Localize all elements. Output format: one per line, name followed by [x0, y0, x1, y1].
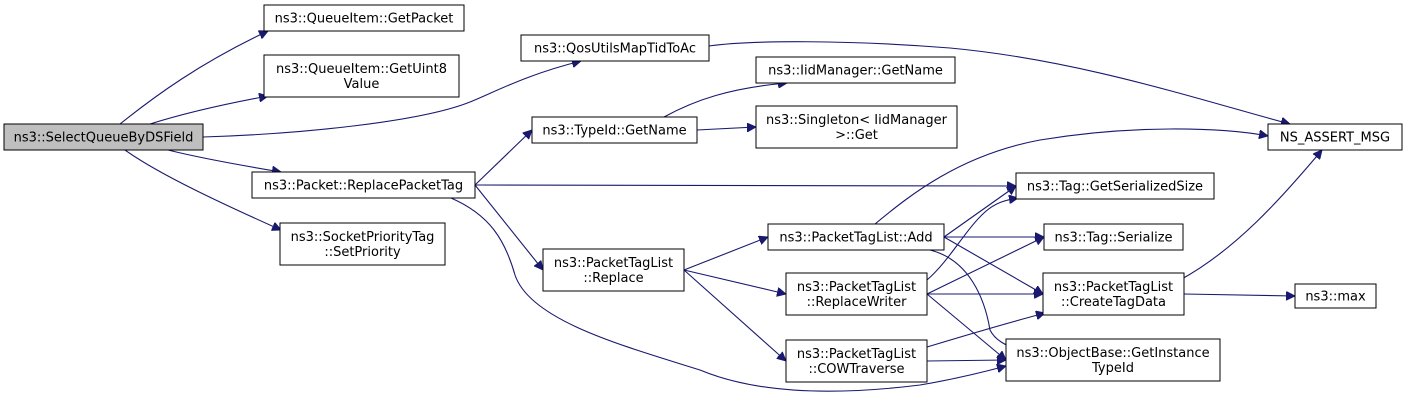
node-label-line: ns3::TypeId::GetName: [542, 124, 686, 139]
node-label-line: NS_ASSERT_MSG: [1280, 131, 1390, 146]
node-getpacket[interactable]: ns3::QueueItem::GetPacket: [263, 4, 465, 32]
node-label-line: Value: [344, 77, 380, 92]
edge-ptlreplace-to-ptlreplacewriter: [683, 269, 786, 294]
node-box: [1015, 172, 1215, 200]
node-label-line: ::Replace: [583, 271, 643, 286]
edge-replacepackettag-to-ptlreplace: [474, 184, 543, 270]
edge-replacepackettag-to-taggetsize: [474, 185, 1016, 186]
node-box: [1294, 283, 1377, 309]
node-iidgetname[interactable]: ns3::IidManager::GetName: [755, 56, 956, 84]
node-label-line: ns3::Tag::Serialize: [1054, 231, 1172, 246]
node-label-line: ns3::SocketPriorityTag: [291, 230, 435, 245]
node-label-line: ns3::SelectQueueByDSField: [14, 131, 194, 146]
node-label-line: ns3::PacketTagList: [1054, 280, 1173, 295]
node-box: [785, 339, 928, 383]
node-label-line: TypeId: [1091, 361, 1134, 376]
node-createtagdata[interactable]: ns3::PacketTagList::CreateTagData: [1042, 272, 1185, 316]
edge-ptlreplace-to-ptlcow: [683, 269, 786, 361]
node-box: [767, 223, 945, 251]
node-box: [1043, 223, 1184, 251]
edge-ptladd-to-nsassert: [874, 128, 1268, 225]
node-label-line: >::Get: [835, 128, 878, 143]
node-label-line: ::ReplaceWriter: [807, 295, 908, 310]
nodes-layer: ns3::SelectQueueByDSField ns3::QueueItem:…: [3, 4, 1403, 383]
edge-ptlreplacewriter-to-objbase: [926, 293, 1006, 360]
edge-qosutils-to-nsassert: [708, 41, 1290, 124]
node-ptlreplace[interactable]: ns3::PacketTagList::Replace: [542, 248, 685, 292]
node-box: [263, 54, 460, 98]
node-box: [531, 116, 698, 144]
node-label-line: ::COWTraverse: [808, 362, 904, 377]
edge-ptladd-to-createtagdata: [943, 236, 1043, 294]
node-ptlcow[interactable]: ns3::PacketTagList::COWTraverse: [785, 339, 928, 383]
node-ptladd[interactable]: ns3::PacketTagList::Add: [767, 223, 945, 251]
node-box: [1267, 123, 1403, 151]
edge-typeidgetname-to-singleton: [696, 127, 756, 130]
edge-select-to-setpriority: [124, 149, 281, 230]
node-nsassert[interactable]: NS_ASSERT_MSG: [1267, 123, 1403, 151]
edge-ptlreplacewriter-to-taggetsize: [926, 198, 1018, 281]
node-box: [785, 272, 928, 316]
node-box: [1005, 338, 1221, 382]
node-label-line: ns3::QosUtilsMapTidToAc: [534, 42, 696, 57]
edge-select-to-getpacket: [119, 31, 268, 125]
edge-select-to-getuint8: [149, 96, 268, 125]
node-box: [542, 248, 685, 292]
node-label-line: ns3::PacketTagList: [797, 280, 916, 295]
node-label-line: ns3::Singleton< IidManager: [766, 113, 948, 128]
node-taggetsize[interactable]: ns3::Tag::GetSerializedSize: [1015, 172, 1215, 200]
node-label-line: ns3::QueueItem::GetUint8: [276, 62, 447, 77]
edge-select-to-replacepackettag: [167, 149, 281, 172]
node-box: [251, 171, 476, 199]
node-label-line: ns3::QueueItem::GetPacket: [275, 12, 454, 27]
edges-layer: [119, 31, 1322, 392]
node-typeidgetname[interactable]: ns3::TypeId::GetName: [531, 116, 698, 144]
node-label-line: ::SetPriority: [324, 245, 401, 260]
node-box: [755, 105, 958, 149]
node-setpriority[interactable]: ns3::SocketPriorityTag::SetPriority: [279, 222, 446, 266]
node-max[interactable]: ns3::max: [1294, 283, 1377, 309]
node-label-line: ns3::PacketTagList: [797, 347, 916, 362]
node-select[interactable]: ns3::SelectQueueByDSField: [3, 123, 204, 151]
edge-ptladd-to-objbase: [929, 249, 1018, 350]
node-box: [279, 222, 446, 266]
node-replacepackettag[interactable]: ns3::Packet::ReplacePacketTag: [251, 171, 476, 199]
edge-select-to-qosutils: [202, 61, 581, 138]
node-label-line: ns3::Tag::GetSerializedSize: [1027, 180, 1203, 195]
node-label-line: ns3::IidManager::GetName: [768, 64, 943, 79]
edge-ptlcow-to-objbase: [926, 360, 1006, 361]
node-singleton[interactable]: ns3::Singleton< IidManager>::Get: [755, 105, 958, 149]
node-qosutils[interactable]: ns3::QosUtilsMapTidToAc: [520, 34, 710, 62]
node-ptlreplacewriter[interactable]: ns3::PacketTagList::ReplaceWriter: [785, 272, 928, 316]
node-tagserialize[interactable]: ns3::Tag::Serialize: [1043, 223, 1184, 251]
edge-createtagdata-to-max: [1183, 294, 1295, 296]
node-label-line: ns3::max: [1305, 290, 1366, 305]
node-label-line: ns3::PacketTagList::Add: [779, 231, 932, 246]
node-label-line: ns3::ObjectBase::GetInstance: [1016, 346, 1209, 361]
edge-typeidgetname-to-iidgetname: [663, 83, 787, 118]
node-box: [263, 4, 465, 32]
node-box: [3, 123, 204, 151]
node-box: [755, 56, 956, 84]
node-label-line: ns3::PacketTagList: [554, 256, 673, 271]
edge-ptlreplace-to-ptladd: [683, 237, 768, 271]
edge-replacepackettag-to-objbase: [450, 197, 1006, 392]
edge-replacepackettag-to-typeidgetname: [474, 130, 532, 186]
node-label-line: ns3::Packet::ReplacePacketTag: [264, 179, 463, 194]
node-box: [1042, 272, 1185, 316]
edge-ptlreplacewriter-to-tagserialize: [926, 237, 1044, 295]
node-box: [520, 34, 710, 62]
edge-ptlcow-to-createtagdata: [926, 313, 1045, 348]
edge-createtagdata-to-nsassert: [1179, 150, 1322, 281]
node-label-line: ::CreateTagData: [1061, 295, 1166, 310]
edge-ptladd-to-taggetsize: [943, 186, 1016, 238]
